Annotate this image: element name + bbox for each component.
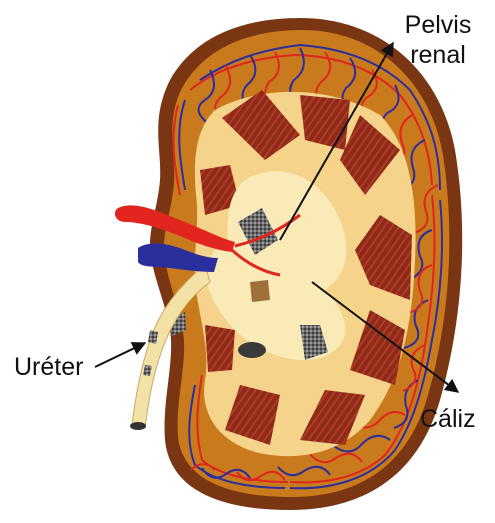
label-ureter: Uréter <box>14 352 83 382</box>
label-pelvis-line1: Pelvis <box>398 10 478 40</box>
label-caliz: Cáliz <box>420 404 476 434</box>
label-pelvis-line2: renal <box>398 40 478 70</box>
arrow-icon <box>95 343 145 367</box>
label-pelvis-renal: Pelvis renal <box>398 10 478 70</box>
